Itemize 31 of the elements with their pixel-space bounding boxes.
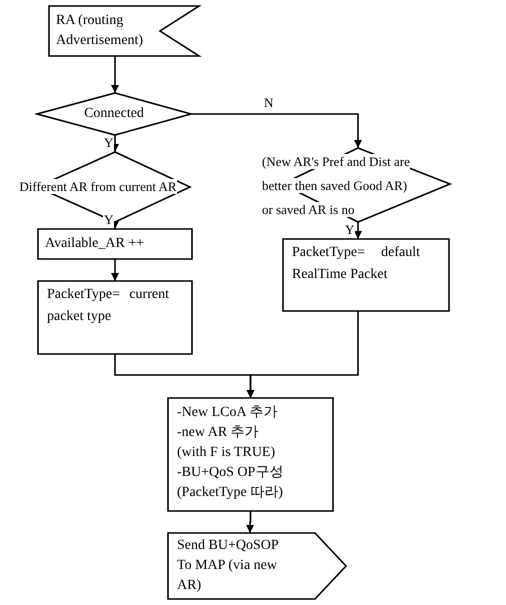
process-box — [282, 238, 450, 312]
node-text: (PacketType 따라) — [177, 484, 284, 502]
node-text: Available_AR ++ — [45, 235, 146, 253]
edge-label: Y — [103, 136, 114, 150]
node-text: PacketType= default RealTime Packet — [292, 244, 420, 284]
edge-label: Y — [344, 223, 356, 237]
process-box — [37, 228, 193, 260]
process-box — [37, 280, 193, 355]
edge-label: Y — [103, 213, 114, 227]
node-text: -BU+QoS OP구성 — [177, 464, 284, 482]
arrow — [111, 259, 119, 281]
node-text: PacketType= current packet type — [47, 286, 169, 326]
node-text: Different AR from current AR — [18, 178, 178, 196]
node-text: RA (routing Advertisement) — [56, 12, 144, 50]
arrow — [111, 221, 119, 229]
node-text: Send BU+QoSOP To MAP (via new AR) — [177, 537, 280, 595]
node-text: -new AR 추가 — [177, 424, 260, 442]
start-flag — [48, 5, 200, 57]
arrow — [246, 311, 359, 398]
node-text: Connected — [83, 105, 145, 123]
arrow — [111, 56, 119, 93]
arrow — [354, 222, 362, 239]
decision-diamond — [37, 93, 191, 135]
output-pentagon — [167, 532, 347, 600]
edge-label: N — [263, 96, 274, 110]
node-text: -New LCoA 추가 — [177, 404, 278, 422]
node-text: (with F is TRUE) — [177, 444, 276, 462]
arrow — [191, 113, 362, 148]
process-box — [167, 397, 334, 512]
arrow — [111, 135, 119, 152]
arrow — [246, 511, 254, 533]
